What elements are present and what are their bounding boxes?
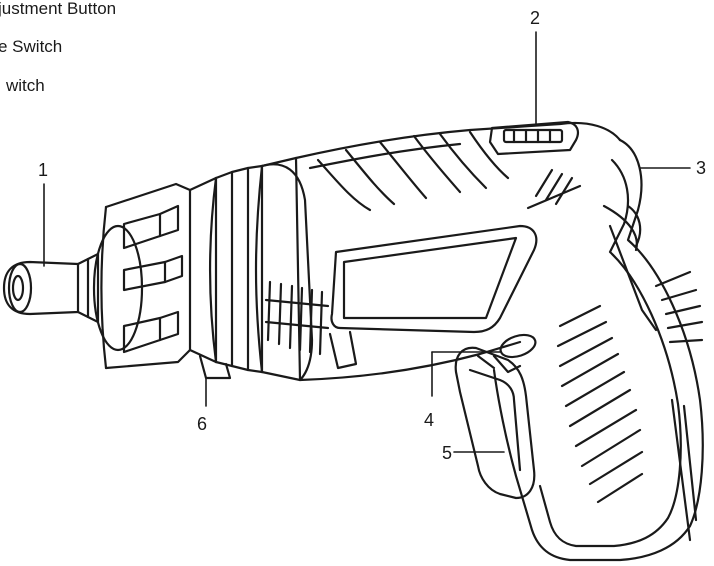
callout-5: 5: [442, 443, 452, 463]
speed-adjustment-button: [488, 120, 579, 156]
legend-item-switch: witch: [6, 76, 45, 95]
motor-housing: [260, 156, 358, 382]
bit-holder: [2, 252, 100, 324]
direction-switch: [492, 333, 537, 374]
callout-3: 3: [696, 158, 706, 178]
handle: [492, 138, 704, 562]
legend-item-speed-adjustment-button: justment Button: [0, 0, 117, 18]
callout-numbers: 1 2 3 4 5 6: [38, 8, 706, 463]
body-shell: [294, 121, 622, 382]
callout-2: 2: [530, 8, 540, 28]
torque-collar: [188, 164, 264, 380]
callout-1: 1: [38, 160, 48, 180]
trigger-switch: [454, 346, 536, 500]
chuck: [92, 182, 192, 370]
callout-6: 6: [197, 414, 207, 434]
callout-4: 4: [424, 410, 434, 430]
callout-leaders: [43, 31, 691, 453]
legend-item-direction-switch: e Switch: [0, 37, 63, 56]
